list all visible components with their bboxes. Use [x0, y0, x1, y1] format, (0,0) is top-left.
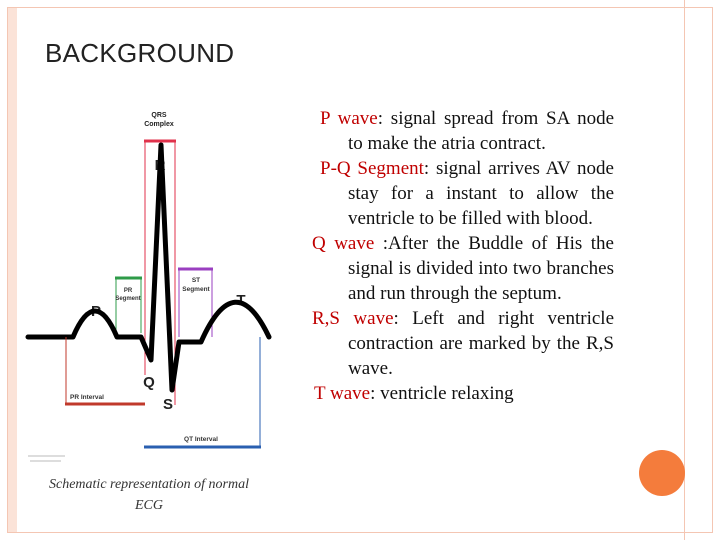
desc-rs-wave: : Left and right ventricle contraction a… [348, 308, 614, 379]
qt-interval-label: QT Interval [184, 436, 218, 443]
desc-t-wave: : ventricle relaxing [370, 383, 514, 404]
description-rs-wave: R,S wave: Left and right ventricle contr… [300, 306, 614, 381]
slide-title: BACKGROUND [45, 38, 235, 68]
slide-frame [7, 7, 713, 533]
description-q-wave: Q wave :After the Buddle of His the sign… [300, 231, 614, 306]
q-wave-label: Q [143, 374, 155, 391]
st-segment-label-line2: Segment [182, 286, 210, 293]
wave-descriptions: P wave: signal spread from SA node to ma… [300, 106, 614, 406]
ecg-diagram: QRS Complex R PR Segment ST Segment P T … [25, 112, 272, 462]
term-q-wave: Q wave [312, 233, 383, 254]
slide-vertical-rule [684, 0, 685, 540]
qrs-label-line2: Complex [144, 121, 174, 128]
s-wave-label: S [163, 396, 173, 413]
term-rs-wave: R,S wave [312, 308, 394, 329]
qrs-label-line1: QRS [151, 112, 167, 119]
pr-segment-label-line2: Segment [115, 296, 140, 302]
desc-pq-segment: : signal arrives AV node stay for a inst… [348, 158, 614, 229]
st-segment-label-line1: ST [192, 277, 200, 284]
slide-left-strip [7, 7, 17, 533]
image-watermark [28, 455, 65, 462]
description-p-wave: P wave: signal spread from SA node to ma… [300, 106, 614, 156]
pr-segment-label-line1: PR [124, 288, 133, 294]
term-t-wave: T wave [314, 383, 371, 404]
ecg-caption: Schematic representation of normal ECG [49, 477, 249, 513]
decorative-orange-circle [639, 450, 685, 496]
desc-q-wave: :After the Buddle of His the signal is d… [348, 233, 614, 304]
term-p-wave: P wave [320, 108, 378, 129]
description-t-wave: T wave: ventricle relaxing [300, 381, 614, 406]
description-pq-segment: P-Q Segment: signal arrives AV node stay… [300, 156, 614, 231]
term-pq-segment: P-Q Segment [320, 158, 424, 179]
pr-interval-label: PR Interval [70, 394, 104, 401]
desc-p-wave: : signal spread from SA node to make the… [348, 108, 614, 154]
ecg-trace [25, 142, 272, 393]
